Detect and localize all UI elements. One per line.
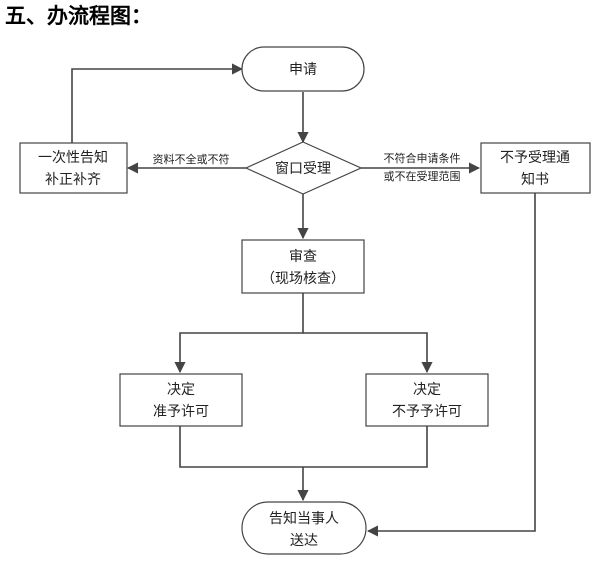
- edge-notify-to-apply: [71, 63, 244, 143]
- node-notify-shape: [19, 142, 128, 194]
- edge-review-to-deny: [303, 332, 433, 374]
- edge-label-not-eligible-2: 或不在受理范围: [384, 169, 461, 183]
- edge-reject-to-deliver: [366, 193, 536, 537]
- node-apply-label: 申请: [289, 62, 317, 78]
- node-approve: 决定 准予许可: [119, 373, 243, 427]
- node-deliver: 告知当事人 送达: [241, 501, 367, 555]
- node-deny-shape: [365, 373, 489, 427]
- edge-review-to-approve: [174, 293, 304, 374]
- node-deliver-label-1: 告知当事人: [269, 510, 339, 527]
- node-window-shape: [244, 141, 363, 195]
- node-reject: 不予受理通 知书: [480, 142, 591, 194]
- node-review: 审查 （现场核查）: [241, 239, 365, 294]
- node-reject-shape: [480, 142, 591, 194]
- node-review-shape: [241, 239, 365, 294]
- node-notify-label-1: 一次性告知: [38, 149, 108, 166]
- node-review-label-2: （现场核查）: [261, 271, 345, 287]
- node-review-label-1: 审查: [289, 249, 317, 265]
- edge-approve-to-deliver: [179, 426, 428, 468]
- node-apply: 申请: [241, 46, 365, 92]
- node-deliver-label-2: 送达: [290, 533, 318, 549]
- node-window: 窗口受理: [244, 141, 363, 195]
- node-notify: 一次性告知 补正补齐: [19, 142, 128, 194]
- node-window-label: 窗口受理: [275, 160, 331, 177]
- edge-label-incomplete: 资料不全或不符: [153, 152, 230, 166]
- page-title: 五、办流程图：: [5, 4, 152, 28]
- node-reject-label-1: 不予受理通: [500, 150, 570, 166]
- node-deny: 决定 不予予许可: [365, 373, 489, 427]
- node-deny-label-1: 决定: [413, 382, 441, 398]
- node-approve-label-2: 准予许可: [153, 404, 209, 420]
- node-deny-label-2: 不予予许可: [392, 404, 462, 420]
- node-approve-label-1: 决定: [167, 382, 195, 398]
- node-apply-shape: [241, 46, 365, 92]
- node-deliver-shape: [241, 501, 367, 555]
- node-approve-shape: [119, 373, 243, 427]
- node-notify-label-2: 补正补齐: [45, 172, 101, 188]
- node-reject-label-2: 知书: [521, 171, 549, 188]
- edge-label-not-eligible-1: 不符合申请条件: [384, 151, 461, 165]
